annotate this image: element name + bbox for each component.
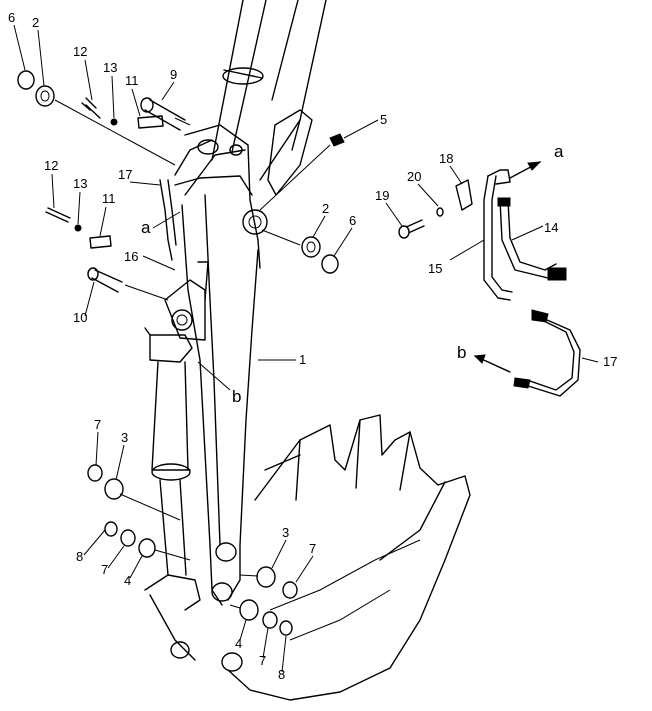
callout-a: a <box>141 218 151 237</box>
callout-16: 16 <box>124 249 138 264</box>
callout-7: 7 <box>94 417 101 432</box>
bucket <box>221 414 471 701</box>
callout-7: 7 <box>309 541 316 556</box>
bucket-cylinder <box>144 327 201 661</box>
exploded-parts-left <box>17 70 345 636</box>
callout-14: 14 <box>544 220 558 235</box>
callout-7: 7 <box>259 653 266 668</box>
callout-6: 6 <box>349 213 356 228</box>
callout-8: 8 <box>278 667 285 682</box>
callout-leaders <box>13 24 463 673</box>
callout-11: 11 <box>125 73 139 88</box>
callout-2: 2 <box>322 201 329 216</box>
callout-20: 20 <box>407 169 421 184</box>
callout-4: 4 <box>235 636 242 651</box>
callout-11: 11 <box>102 191 116 206</box>
callout-13: 13 <box>73 176 87 191</box>
callout-b: b <box>232 387 241 406</box>
callout-19: 19 <box>375 188 389 203</box>
callout-17: 17 <box>603 354 617 369</box>
callout-b: b <box>457 343 466 362</box>
callout-4: 4 <box>124 573 131 588</box>
callout-13: 13 <box>103 60 117 75</box>
callout-a: a <box>554 142 564 161</box>
callout-2: 2 <box>32 15 39 30</box>
arm <box>164 124 268 606</box>
callout-12: 12 <box>73 44 87 59</box>
callout-3: 3 <box>121 430 128 445</box>
callout-3: 3 <box>282 525 289 540</box>
hose-detail <box>398 161 599 397</box>
callout-6: 6 <box>8 10 15 25</box>
boom <box>211 0 327 196</box>
callout-17: 17 <box>118 167 132 182</box>
callout-9: 9 <box>170 67 177 82</box>
callout-labels: 6 2 12 13 11 9 12 13 17 11 a 16 10 b 1 5… <box>8 10 617 682</box>
callout-18: 18 <box>439 151 453 166</box>
callout-5: 5 <box>380 112 387 127</box>
callout-8: 8 <box>76 549 83 564</box>
callout-1: 1 <box>299 352 306 367</box>
callout-12: 12 <box>44 158 58 173</box>
callout-7: 7 <box>101 562 108 577</box>
callout-10: 10 <box>73 310 87 325</box>
callout-15: 15 <box>428 261 442 276</box>
